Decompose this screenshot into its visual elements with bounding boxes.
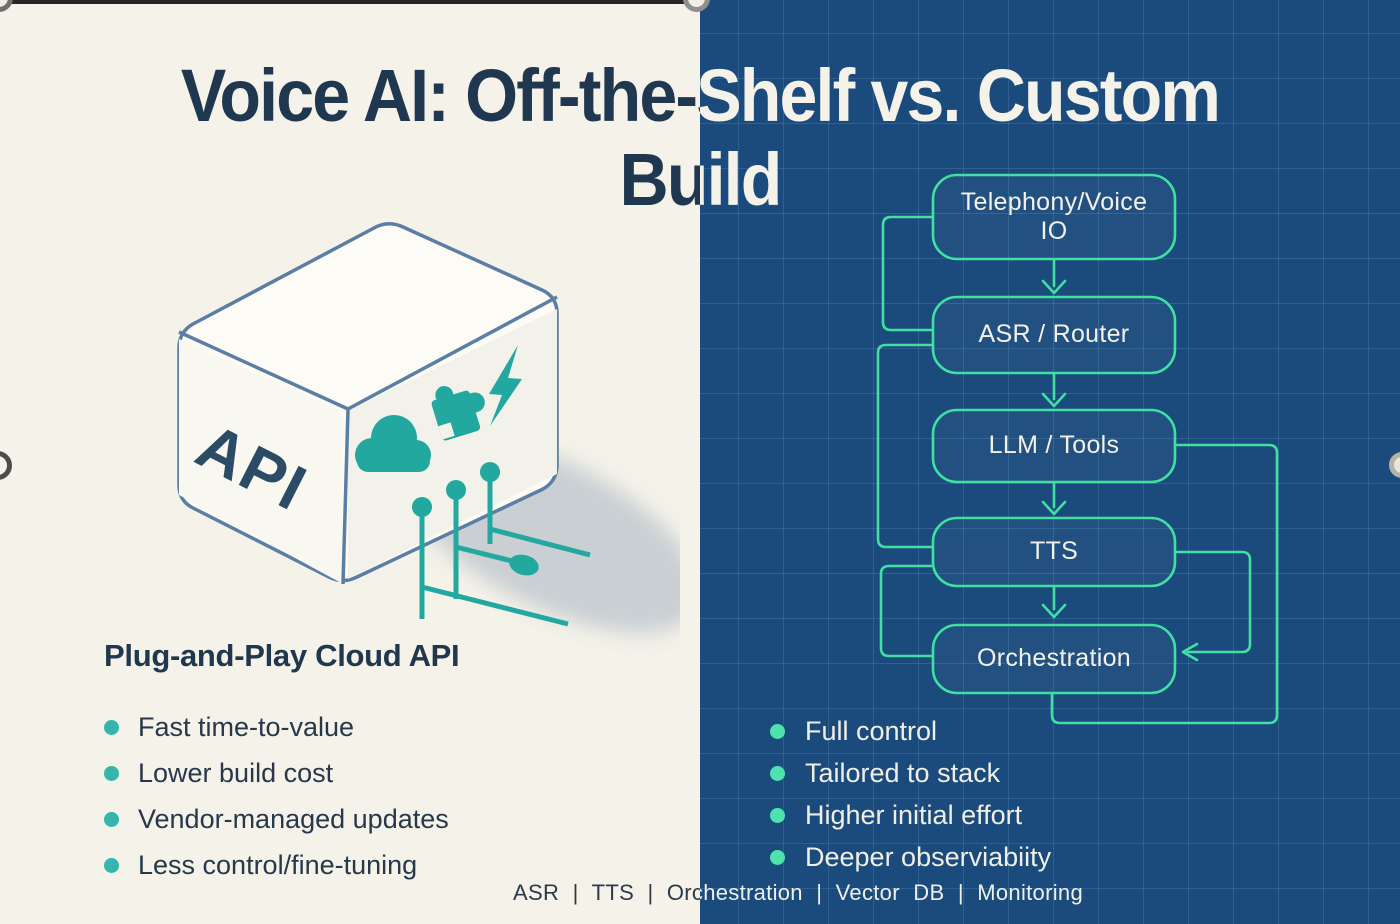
off-the-shelf-panel: API xyxy=(0,0,700,888)
list-item: Vendor-managed updates xyxy=(104,796,449,842)
puzzle-icon xyxy=(431,386,485,441)
list-item: Fast time-to-value xyxy=(104,704,449,750)
left-heading: Plug-and-Play Cloud API xyxy=(104,638,460,673)
bullet-text: Deeper observiabiity xyxy=(805,841,1052,872)
cloud-icon xyxy=(355,415,431,472)
list-item: Tailored to stack xyxy=(770,752,1051,794)
left-connector-lines xyxy=(876,215,935,658)
custom-build-panel: Telephony/Voice IO ASR / Router LLM / To… xyxy=(700,0,1400,924)
list-item: Less control/fine-tuning xyxy=(104,842,449,888)
bullet-dot-icon xyxy=(104,811,119,827)
orchestration-llm-loop xyxy=(1050,443,1279,725)
bullet-text: Fast time-to-value xyxy=(138,711,355,742)
flow-node-label-llm-tools: LLM / Tools xyxy=(988,431,1120,460)
bullet-dot-icon xyxy=(104,719,119,735)
flow-node-label-telephony: Telephony/Voice IO xyxy=(960,187,1148,246)
list-item: Lower build cost xyxy=(104,750,449,796)
down-arrow-icon xyxy=(1041,258,1067,619)
flow-node-orchestration xyxy=(931,623,1177,695)
flow-node-label-tts: TTS xyxy=(1029,537,1079,566)
bullet-dot-icon xyxy=(770,807,785,823)
bullet-dot-icon xyxy=(104,857,119,873)
list-item: Full control xyxy=(770,710,1051,752)
bullet-text: Vendor-managed updates xyxy=(138,803,449,834)
bullet-text: Lower build cost xyxy=(138,757,334,788)
bullet-text: Higher initial effort xyxy=(805,799,1023,830)
bullet-text: Less control/fine-tuning xyxy=(138,849,418,880)
lightning-icon xyxy=(489,345,522,426)
binder-ring-icon xyxy=(683,0,710,12)
binder-ring-icon xyxy=(1389,452,1400,478)
list-item: Higher initial effort xyxy=(770,794,1051,836)
circuit-icon xyxy=(419,480,591,627)
left-bullet-list: Fast time-to-value Lower build cost Vend… xyxy=(104,704,449,888)
list-item: Deeper observiabiity xyxy=(770,836,1051,878)
bullet-dot-icon xyxy=(770,723,785,739)
bullet-dot-icon xyxy=(770,849,785,865)
flow-node-label-orchestration: Orchestration xyxy=(977,644,1131,673)
bullet-dot-icon xyxy=(770,765,785,781)
tts-orchestration-loop xyxy=(1173,550,1252,662)
flow-node-label-asr-router: ASR / Router xyxy=(978,320,1130,349)
bullet-text: Full control xyxy=(805,715,938,746)
bullet-text: Tailored to stack xyxy=(805,757,1001,788)
api-box-illustration: API xyxy=(177,222,680,633)
bullet-dot-icon xyxy=(104,765,119,781)
right-bullet-list: Full control Tailored to stack Higher in… xyxy=(770,710,1051,878)
flowchart xyxy=(876,173,1279,725)
